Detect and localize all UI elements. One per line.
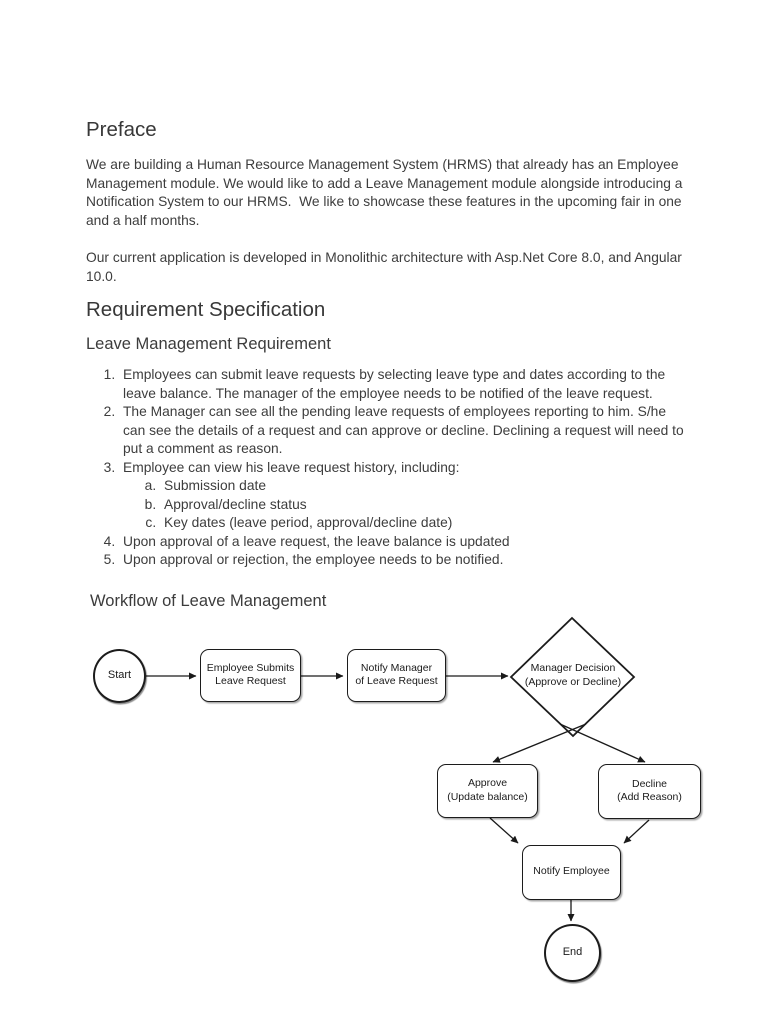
- preface-heading: Preface: [86, 118, 157, 141]
- sub-item-a: Submission date: [160, 477, 684, 496]
- node-notify-manager: Notify Manager of Leave Request: [347, 648, 446, 702]
- node-end: End: [544, 923, 601, 982]
- requirement-item-5: Upon approval or rejection, the employee…: [119, 551, 684, 570]
- requirement-item-5-text: Upon approval or rejection, the employee…: [123, 552, 504, 567]
- node-manager-decision: Manager Decision (Approve or Decline): [511, 650, 635, 702]
- requirement-item-4: Upon approval of a leave request, the le…: [119, 533, 684, 552]
- decision-diamond-shape: [509, 616, 636, 737]
- node-decline: Decline (Add Reason): [598, 763, 701, 819]
- node-start: Start: [93, 648, 146, 703]
- node-submit-label-line1: Employee Submits: [206, 661, 295, 674]
- preface-paragraph-1: We are building a Human Resource Managem…: [86, 157, 687, 228]
- node-decision-label-line1: Manager Decision: [530, 662, 616, 674]
- node-notify-employee: Notify Employee: [522, 844, 621, 900]
- node-decline-label-line1: Decline: [631, 777, 668, 790]
- requirement-item-1-text: Employees can submit leave requests by s…: [123, 367, 666, 401]
- requirement-item-3: Employee can view his leave request hist…: [119, 459, 684, 533]
- node-submit-label-line2: Leave Request: [215, 675, 286, 687]
- sub-item-c: Key dates (leave period, approval/declin…: [160, 514, 684, 533]
- requirement-item-4-text: Upon approval of a leave request, the le…: [123, 533, 510, 549]
- node-approve-label-line2: (Update balance): [447, 790, 528, 803]
- node-notify-manager-label-line2: of Leave Request: [355, 675, 438, 687]
- arrow-decline-to-notify-employee: [623, 819, 650, 843]
- requirement-item-1: Employees can submit leave requests by s…: [119, 366, 684, 403]
- flow-connector-layer: [146, 616, 650, 921]
- node-submit-leave-request: Employee Submits Leave Request: [200, 648, 301, 702]
- arrow-decision-to-approve: [492, 722, 587, 763]
- requirement-item-3-text: Employee can view his leave request hist…: [123, 459, 460, 475]
- requirement-item-2-text: The Manager can see all the pending leav…: [123, 404, 684, 456]
- node-end-label: End: [562, 945, 583, 958]
- node-notify-employee-label: Notify Employee: [533, 865, 610, 878]
- sub-item-b: Approval/decline status: [160, 496, 684, 515]
- node-start-label: Start: [107, 668, 132, 681]
- requirement-spec-heading: Requirement Specification: [86, 298, 326, 321]
- requirements-list: Employees can submit leave requests by s…: [86, 366, 684, 570]
- node-approve-label-line1: Approve: [467, 777, 508, 789]
- arrow-approve-to-notify-employee: [489, 817, 519, 843]
- history-sub-list: Submission date Approval/decline status …: [123, 477, 684, 533]
- node-approve: Approve (Update balance): [437, 763, 538, 818]
- workflow-diagram: Start Employee Submits Leave Request Not…: [0, 616, 768, 1001]
- arrow-decision-to-decline: [559, 722, 646, 763]
- requirement-item-2: The Manager can see all the pending leav…: [119, 403, 684, 459]
- node-notify-manager-label-line1: Notify Manager: [360, 661, 433, 674]
- preface-paragraph-2: Our current application is developed in …: [86, 250, 686, 284]
- workflow-heading: Workflow of Leave Management: [90, 591, 327, 610]
- leave-management-heading: Leave Management Requirement: [86, 335, 331, 353]
- node-decision-label-line2: (Approve or Decline): [524, 675, 622, 688]
- node-decline-label-line2: (Add Reason): [617, 791, 682, 803]
